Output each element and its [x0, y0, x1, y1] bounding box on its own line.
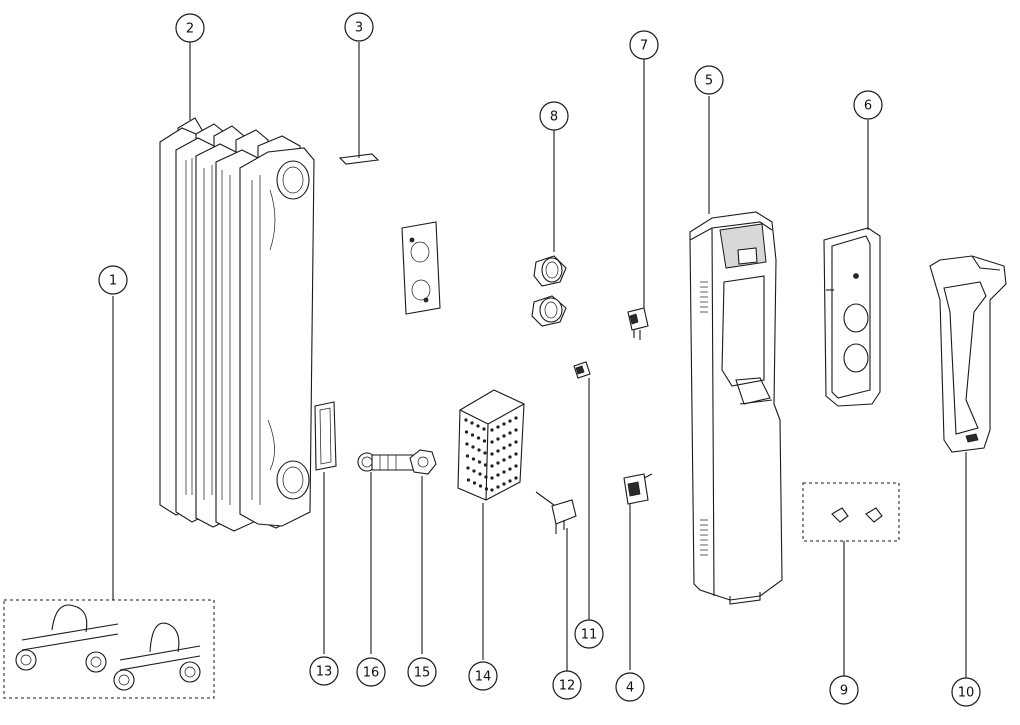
callout-circle	[539, 101, 569, 131]
callout-circle	[574, 619, 604, 649]
small-connector-part	[573, 361, 591, 622]
callout-number: 14	[475, 670, 492, 685]
callout-circle	[407, 657, 437, 687]
callout-circle	[829, 675, 859, 705]
callout-6: 6	[853, 90, 883, 120]
knob-pair-part	[531, 130, 567, 327]
callout-number: 2	[186, 22, 194, 37]
callout-circle	[344, 12, 374, 42]
callout-circle	[694, 65, 724, 95]
callout-2: 2	[175, 13, 205, 43]
callout-circle	[356, 657, 386, 687]
callout-8: 8	[539, 101, 569, 131]
switch-part	[623, 473, 653, 670]
callout-number: 16	[363, 666, 380, 681]
callout-7: 7	[629, 30, 659, 60]
castor-wheel-set-part	[3, 296, 215, 699]
thermal-cutout-part	[627, 58, 649, 340]
callout-circle	[468, 661, 498, 691]
heating-element-nut-part	[409, 449, 437, 654]
top-clip-part	[338, 42, 380, 165]
callout-number: 6	[864, 99, 872, 114]
callout-circle	[853, 90, 883, 120]
mounting-bracket-part	[401, 221, 441, 315]
callout-4: 4	[615, 672, 645, 702]
callout-number: 13	[316, 665, 333, 680]
callout-13: 13	[309, 656, 339, 686]
callout-circle	[629, 30, 659, 60]
callout-3: 3	[344, 12, 374, 42]
callout-15: 15	[407, 657, 437, 687]
callout-circle	[615, 672, 645, 702]
callout-number: 4	[626, 681, 634, 696]
callout-10: 10	[951, 677, 981, 707]
terminal-plug-part	[535, 491, 577, 672]
callout-circle	[309, 656, 339, 686]
callout-number: 9	[840, 684, 848, 699]
callout-number: 7	[640, 39, 648, 54]
callout-14: 14	[468, 661, 498, 691]
side-handle-part	[929, 255, 1007, 678]
callout-number: 1	[109, 274, 117, 289]
callout-number: 3	[355, 21, 363, 36]
callout-number: 12	[559, 679, 576, 694]
callout-circle	[175, 13, 205, 43]
gasket-strip-part	[314, 401, 337, 654]
callout-circle	[951, 677, 981, 707]
radiator-fin-block-part	[159, 117, 315, 532]
heating-element-rod-part	[357, 452, 417, 654]
callout-number: 5	[705, 74, 713, 89]
callout-1: 1	[98, 265, 128, 295]
callout-16: 16	[356, 657, 386, 687]
control-housing-part	[689, 96, 783, 605]
callout-circle	[98, 265, 128, 295]
control-panel-plate-part	[823, 120, 881, 407]
callout-number: 11	[581, 628, 598, 643]
clip-set-part	[802, 482, 900, 676]
callout-number: 15	[414, 666, 431, 681]
callout-circle	[552, 670, 582, 700]
callout-number: 8	[550, 110, 558, 125]
callout-number: 10	[958, 686, 975, 701]
callout-5: 5	[694, 65, 724, 95]
heating-element-box-part	[457, 389, 525, 660]
callout-12: 12	[552, 670, 582, 700]
callout-9: 9	[829, 675, 859, 705]
callout-11: 11	[574, 619, 604, 649]
